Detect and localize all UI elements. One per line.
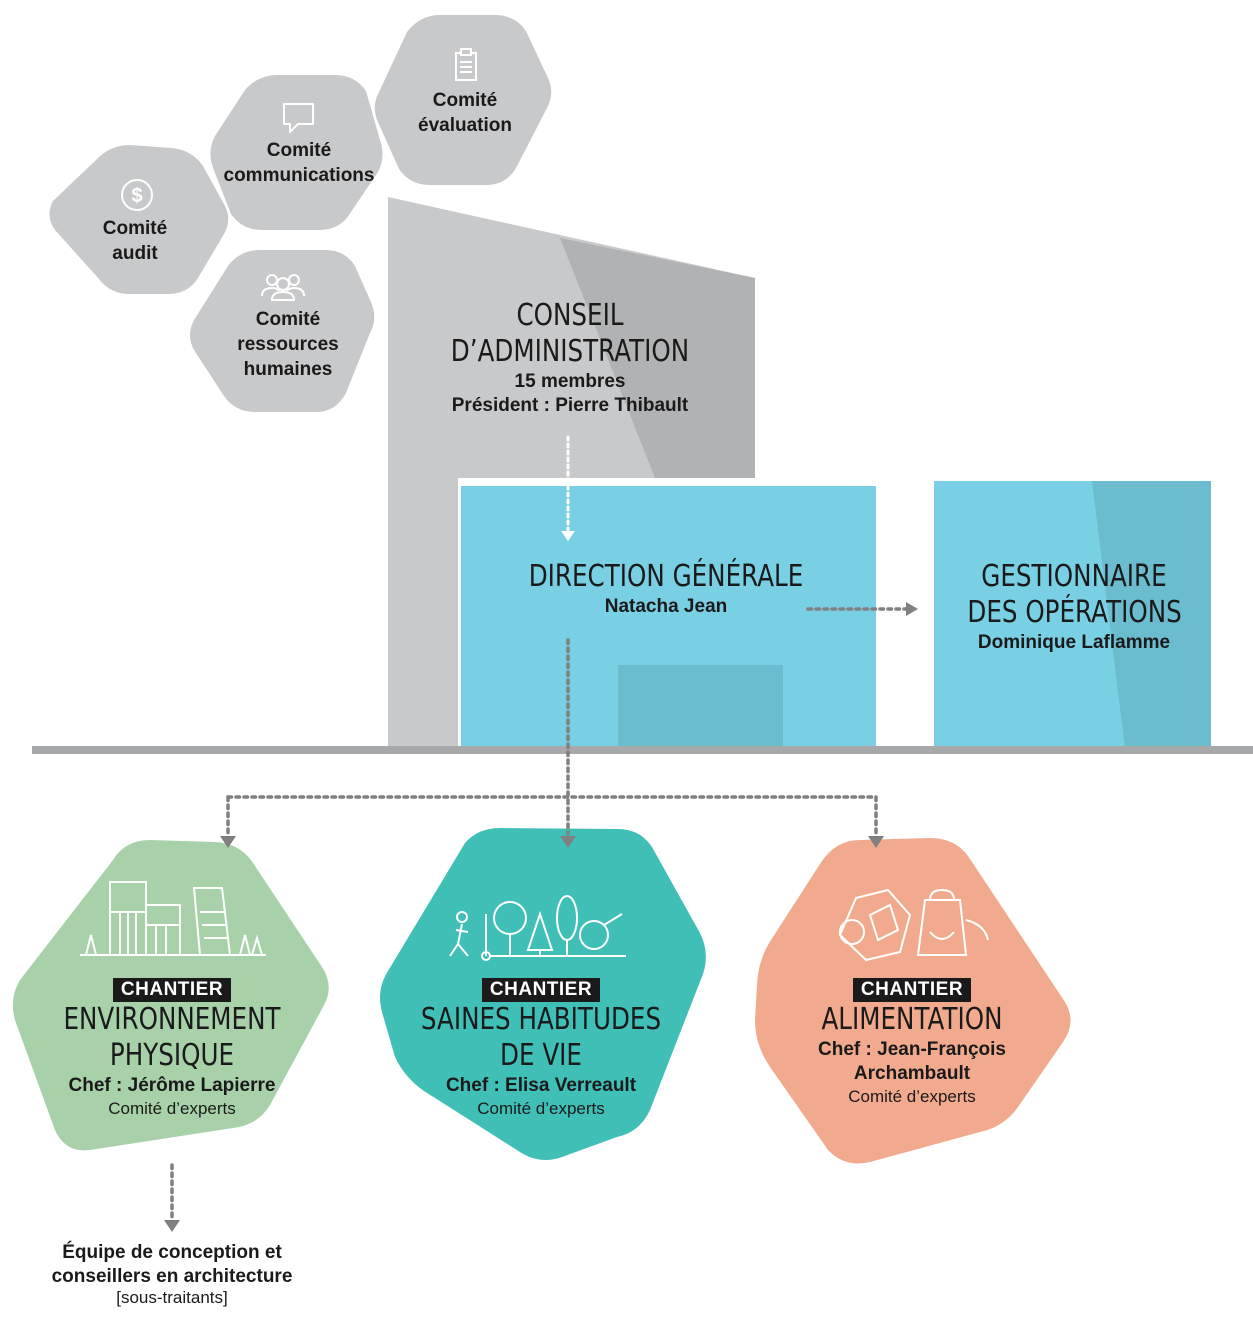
chantier-alimentation-chef-line-2: Archambault: [853, 1063, 971, 1084]
design-team-label: Équipe de conception et conseillers en a…: [22, 1241, 322, 1307]
arrowhead-alimentation: [868, 836, 884, 848]
operations-label: GESTIONNAIRE DES OPÉRATIONS Dominique La…: [944, 559, 1204, 655]
dollar-coin-icon: $: [121, 179, 153, 211]
operations-title-line-1: GESTIONNAIRE: [981, 559, 1167, 594]
direction-name: Natacha Jean: [604, 596, 728, 617]
chantier-saines-label: CHANTIER SAINES HABITUDES DE VIE Chef : …: [391, 978, 691, 1120]
chantier-alimentation-chef-line-1: Chef : Jean-François: [818, 1039, 1006, 1060]
committee-evaluation-label: Comité évaluation: [405, 88, 525, 138]
committee-rh-line-3: humaines: [243, 359, 333, 380]
design-team-line-2: conseillers en architecture: [51, 1266, 293, 1287]
active-lifestyle-icon: [449, 895, 626, 961]
committee-communications-line-1: Comité: [266, 140, 332, 161]
direction-title: DIRECTION GÉNÉRALE: [528, 559, 804, 594]
board-president: Président : Pierre Thibault: [451, 395, 689, 416]
food-apron-icon: [838, 888, 989, 962]
committee-communications-label: Comité communications: [218, 138, 380, 188]
committee-audit-line-1: Comité: [102, 218, 168, 239]
connectors-grey: [170, 607, 908, 1219]
board-label: CONSEIL D’ADMINISTRATION 15 membres Prés…: [410, 298, 730, 418]
arrowhead-saines: [560, 836, 576, 848]
committee-communications-line-2: communications: [223, 165, 375, 186]
committee-rh-hexagon: [190, 250, 375, 412]
chantier-saines-title-line-2: DE VIE: [500, 1038, 582, 1073]
chantier-alimentation-title: ALIMENTATION: [821, 1002, 1003, 1037]
direction-building: [461, 486, 876, 748]
committee-audit-hexagon: [49, 145, 229, 294]
people-group-icon: [261, 274, 305, 301]
operations-name: Dominique Laflamme: [977, 632, 1171, 653]
chantier-environnement-title-line-1: ENVIRONNEMENT: [63, 1002, 281, 1037]
chantier-environnement-title-line-2: PHYSIQUE: [109, 1038, 235, 1073]
chantier-alimentation-note: Comité d’experts: [848, 1087, 976, 1106]
chantier-badge: CHANTIER: [481, 978, 601, 1002]
chantier-saines-note: Comité d’experts: [477, 1099, 605, 1118]
committee-audit-label: Comité audit: [80, 216, 190, 266]
design-team-line-1: Équipe de conception et: [62, 1242, 282, 1263]
chantier-environnement-label: CHANTIER ENVIRONNEMENT PHYSIQUE Chef : J…: [22, 978, 322, 1120]
ground-line: [32, 746, 1253, 754]
operations-building: [934, 481, 1211, 748]
arrowhead-operations: [906, 602, 918, 616]
board-title-line-2: D’ADMINISTRATION: [450, 334, 690, 369]
chantier-saines-title-line-1: SAINES HABITUDES: [420, 1002, 662, 1037]
chantier-badge: CHANTIER: [852, 978, 972, 1002]
committee-communications-hexagon: [210, 75, 383, 230]
clipboard-icon: [455, 48, 477, 81]
board-building: [388, 197, 755, 748]
board-members: 15 membres: [514, 371, 626, 392]
chantier-environnement-chef: Chef : Jérôme Lapierre: [68, 1075, 276, 1096]
committee-rh-line-2: ressources: [237, 334, 339, 355]
committee-hexagons: [49, 15, 552, 412]
speech-bubble-icon: [283, 103, 314, 133]
arrowhead-environnement: [220, 836, 236, 848]
committee-evaluation-line-1: Comité: [432, 90, 498, 111]
committee-evaluation-line-2: évaluation: [418, 115, 512, 136]
buildings-trees-icon: [80, 881, 266, 956]
board-title-line-1: CONSEIL: [516, 298, 624, 333]
design-team-note: [sous-traitants]: [116, 1288, 228, 1307]
committee-audit-line-2: audit: [112, 243, 158, 264]
operations-title-line-2: DES OPÉRATIONS: [967, 595, 1182, 630]
direction-label: DIRECTION GÉNÉRALE Natacha Jean: [486, 559, 846, 619]
arrowhead-team: [164, 1220, 180, 1232]
chantier-environnement-note: Comité d’experts: [108, 1099, 236, 1118]
committee-rh-line-1: Comité: [255, 309, 321, 330]
arrowheads: [164, 531, 918, 1232]
chantier-saines-chef: Chef : Elisa Verreault: [445, 1075, 637, 1096]
committee-evaluation-hexagon: [374, 15, 552, 185]
chantier-alimentation-label: CHANTIER ALIMENTATION Chef : Jean-Franço…: [762, 978, 1062, 1108]
svg-text:$: $: [131, 185, 142, 207]
chantier-badge: CHANTIER: [112, 978, 232, 1002]
committee-rh-label: Comité ressources humaines: [228, 307, 348, 382]
arrowhead-direction: [561, 531, 575, 541]
